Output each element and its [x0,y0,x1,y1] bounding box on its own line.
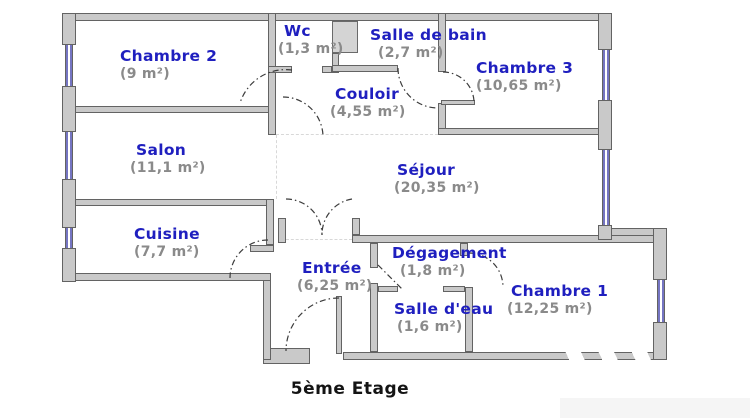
wall [438,128,610,135]
room-boundary-line [276,134,438,135]
wall [263,273,271,360]
room-name: Wc [284,22,311,40]
window [603,150,609,225]
room-area: (7,7 m²) [134,243,200,260]
wall [465,287,473,352]
wall-pier [62,86,76,132]
room-area: (20,35 m²) [394,179,480,196]
room-area: (10,65 m²) [476,77,562,94]
wall [322,66,332,73]
room-label-cuisine: Cuisine (7,7 m²) [134,225,200,260]
door-leaf [336,296,342,354]
room-area: (1,3 m²) [278,40,344,57]
room-area: (4,55 m²) [330,103,406,120]
room-area: (1,6 m²) [397,318,463,335]
room-label-chambre3: Chambre 3 (10,65 m²) [476,59,574,94]
wall [370,283,378,352]
room-boundary-line [286,239,352,240]
room-area: (2,7 m²) [378,44,444,61]
door-arc [285,297,340,352]
wall [443,286,465,292]
room-name: Entrée [302,259,362,277]
wall [65,199,274,206]
wall [268,66,292,73]
room-label-entree: Entrée (6,25 m²) [297,259,373,294]
door-arc [285,198,323,236]
watermark [553,345,653,363]
wall [370,243,378,268]
wall [332,53,339,73]
room-name: Chambre 1 [511,282,609,300]
room-label-salle-de-bain: Salle de bain (2,7 m²) [370,26,487,61]
room-name: Séjour [397,161,456,179]
room-name: Salle d'eau [394,300,494,318]
room-name: Chambre 3 [476,59,574,77]
wall-pier [653,322,667,360]
wall [268,13,276,135]
door-leaf [441,100,475,105]
room-boundary-line [276,135,277,199]
wall-pier [598,100,612,150]
duct-shaft [332,21,358,53]
room-name: Couloir [335,85,400,103]
watermark [560,398,750,418]
room-label-salon: Salon (11,1 m²) [130,141,206,176]
room-label-couloir: Couloir (4,55 m²) [330,85,406,120]
room-area: (6,25 m²) [297,277,373,294]
room-area: (11,1 m²) [130,159,206,176]
wall-pier [62,179,76,228]
room-area: (1,8 m²) [400,262,466,279]
wall-pier [62,13,76,45]
floor-title: 5ème Etage [290,379,410,399]
room-label-sejour: Séjour (20,35 m²) [394,161,480,196]
wall [65,273,271,281]
wall [65,13,610,21]
room-name: Salle de bain [370,26,487,44]
wall-pier [653,228,667,280]
room-name: Salon [136,141,187,159]
room-area: (12,25 m²) [507,300,593,317]
door-arc [442,71,475,102]
window [66,228,72,248]
room-label-chambre1: Chambre 1 (12,25 m²) [507,282,609,317]
wall [332,65,398,72]
door-arc [321,198,353,236]
window [66,132,72,179]
wall-pier [598,13,612,50]
wall [460,243,468,256]
wall [352,235,665,243]
room-label-degagement: Dégagement (1,8 m²) [392,244,507,279]
door-arc [239,68,293,104]
room-name: Cuisine [134,225,200,243]
room-name: Chambre 2 [120,47,218,65]
wall [250,245,274,252]
door-arc [282,96,324,138]
window [66,45,72,86]
room-area: (9 m²) [120,65,170,82]
wall-pier [62,248,76,282]
wall-pier [598,225,612,240]
room-label-chambre2: Chambre 2 (9 m²) [120,47,218,82]
wall [278,218,286,243]
room-name: Dégagement [392,244,507,262]
room-label-wc: Wc (1,3 m²) [278,22,344,57]
window [603,50,609,100]
wall [266,199,274,245]
wall [65,106,276,113]
wall [352,218,360,235]
window [658,280,664,322]
room-label-salle-deau: Salle d'eau (1,6 m²) [394,300,494,335]
wall [378,286,398,292]
wall [438,13,446,72]
